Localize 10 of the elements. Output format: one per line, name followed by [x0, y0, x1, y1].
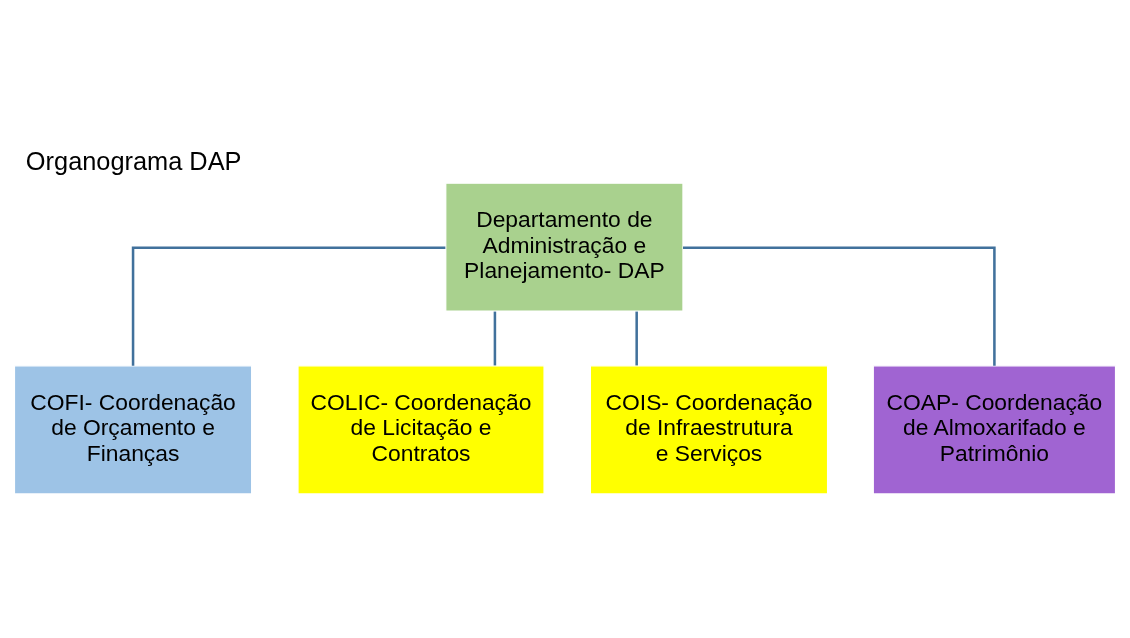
connector — [131, 246, 446, 366]
node-box: COIS- Coordenação de Infraestrutura e Serviços — [589, 364, 829, 495]
node-box: COAP- Coordenação de Almoxarifado e Patrimônio — [872, 364, 1117, 495]
connector — [493, 311, 497, 365]
node-box: COFI- Coordenação de Orçamento e Finanças — [13, 364, 253, 495]
connector — [683, 246, 996, 366]
node-box: COLIC- Coordenação de Licitação e Contratos — [297, 364, 545, 495]
node-box: Departamento de Administração e Planejamento- DAP — [445, 182, 684, 312]
connector — [635, 311, 638, 365]
diagram-title: Organograma DAP — [25, 146, 242, 175]
